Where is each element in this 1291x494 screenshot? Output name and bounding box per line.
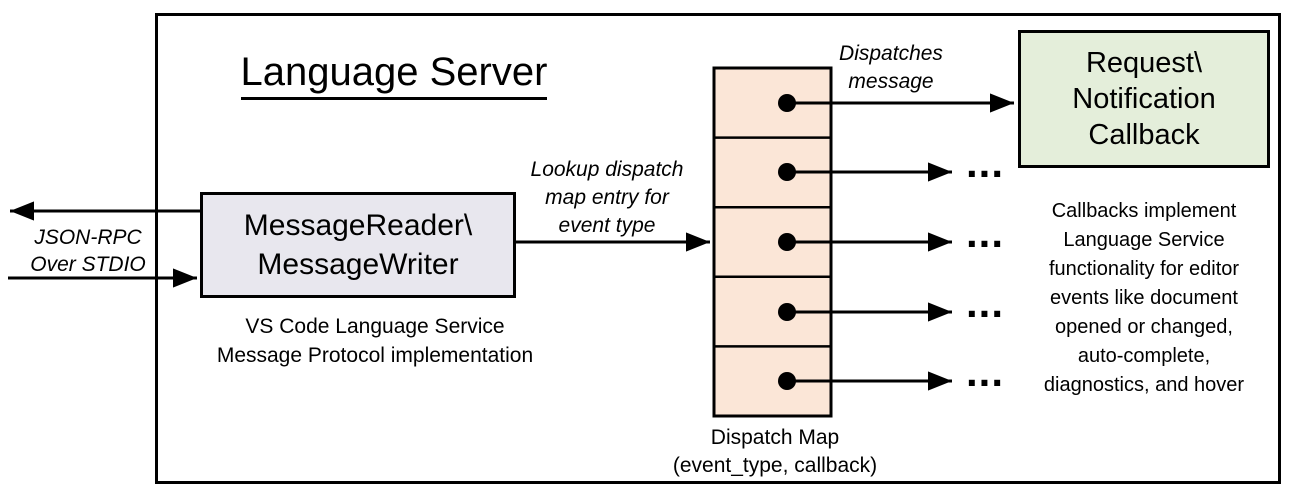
reader-caption: VS Code Language Service Message Protoco…	[216, 315, 534, 367]
dispatches-message-label: Dispatches message	[839, 42, 943, 93]
request-notification-callback-box: Request\ Notification Callback	[1018, 30, 1270, 168]
lookup-arrow-label: Lookup dispatch map entry for event type	[530, 158, 684, 237]
dispatch-map-caption: Dispatch Map (event_type, callback)	[672, 426, 878, 477]
message-reader-writer-box: MessageReader\ MessageWriter	[200, 192, 516, 298]
diagram-title: Language Server	[198, 50, 590, 100]
callbacks-note: Callbacks implement Language Service fun…	[1043, 200, 1245, 396]
json-rpc-stdio-label: JSON-RPC Over STDIO	[30, 226, 146, 276]
diagram-title-text: Language Server	[240, 50, 548, 100]
